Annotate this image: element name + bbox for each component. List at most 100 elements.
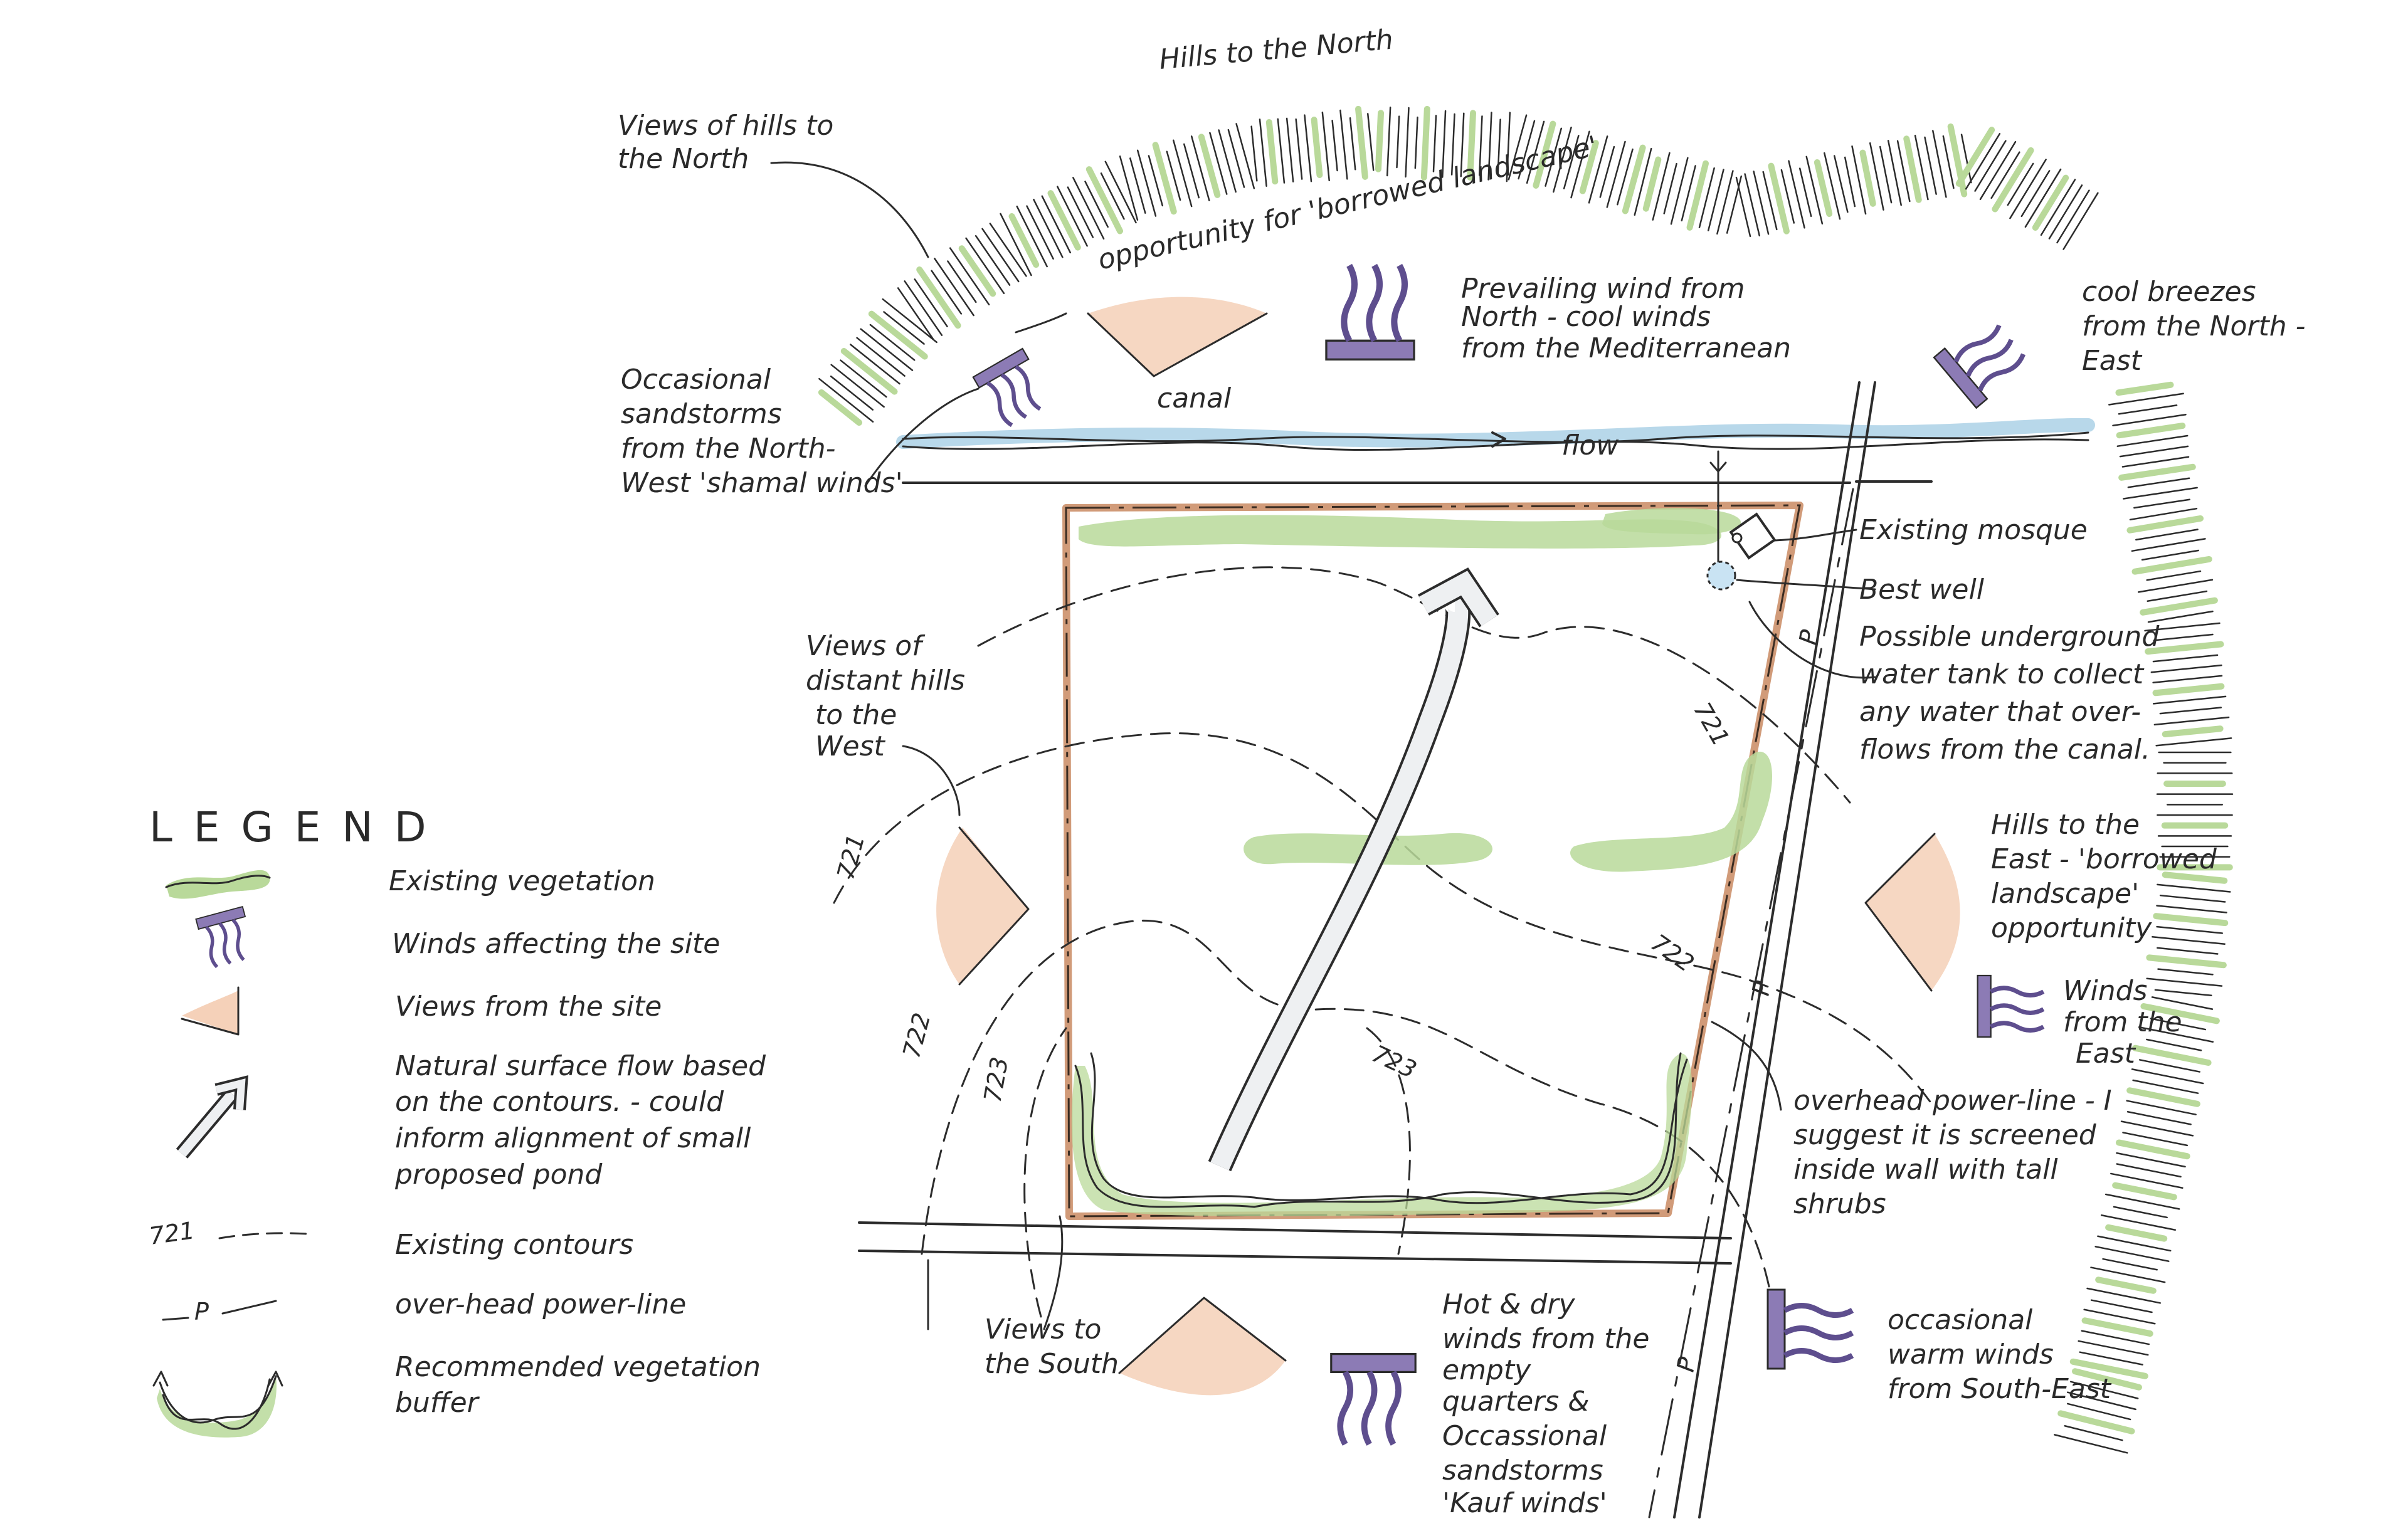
label-prevailing-wind-3: from the Mediterranean — [1461, 332, 1791, 364]
label-hot-dry-winds-4: quarters & — [1442, 1386, 1590, 1418]
label-underground-tank-3: any water that over- — [1859, 696, 2141, 728]
power-line-label-2: P — [1747, 979, 1777, 997]
label-power-line-note-1: overhead power-line - I — [1793, 1085, 2112, 1117]
view-wedge-west — [936, 826, 1030, 986]
legend-label-surface-flow-4: proposed pond — [394, 1159, 603, 1191]
legend-symbol-wind-icon — [196, 907, 256, 969]
label-views-west-1: Views of — [806, 630, 926, 662]
label-winds-east-2: from the — [2063, 1006, 2182, 1038]
wind-icon-northeast — [1934, 312, 2030, 408]
contour-label-721-east: 721 — [1688, 698, 1735, 751]
legend-label-vegetation: Existing vegetation — [389, 865, 655, 897]
canal — [896, 418, 2095, 484]
label-hills-east-2: East - 'borrowed — [1991, 843, 2217, 875]
wind-icon-east — [1978, 976, 2044, 1037]
legend-symbol-contours — [218, 1232, 309, 1239]
label-views-south-1: Views to — [985, 1313, 1101, 1345]
legend-label-views: Views from the site — [395, 991, 662, 1023]
label-sandstorms-nw-2: sandstorms — [621, 398, 782, 430]
label-cool-breezes-2: from the North - — [2082, 310, 2305, 342]
label-hot-dry-winds-6: sandstorms — [1442, 1455, 1603, 1487]
label-existing-mosque: Existing mosque — [1859, 514, 2088, 546]
label-hills-north: Hills to the North — [1158, 24, 1395, 76]
legend-label-power-line: over-head power-line — [395, 1288, 686, 1320]
legend-power-line-sample-label: P — [194, 1298, 209, 1325]
label-hills-east-1: Hills to the — [1991, 809, 2140, 841]
existing-mosque — [1709, 450, 1777, 566]
view-wedge-east — [1864, 833, 1960, 992]
label-cool-breezes-1: cool breezes — [2082, 276, 2256, 308]
label-hot-dry-winds-5: Occassional — [1442, 1420, 1607, 1452]
legend-symbol-vegetation-buffer — [152, 1371, 283, 1438]
south-road — [858, 1221, 1732, 1330]
legend-contour-sample-label: 721 — [147, 1216, 196, 1250]
label-prevailing-wind-1: Prevailing wind from — [1461, 273, 1745, 305]
label-hot-dry-winds-2: winds from the — [1442, 1323, 1650, 1355]
legend-symbol-view — [181, 986, 240, 1036]
leader-lines — [770, 161, 1876, 1330]
wind-icon-southeast — [1768, 1290, 1852, 1369]
legend-label-winds: Winds affecting the site — [392, 928, 720, 960]
legend-symbol-surface-flow — [176, 1075, 248, 1159]
label-flow: flow — [1561, 429, 1619, 461]
label-underground-tank-4: flows from the canal. — [1859, 734, 2150, 766]
existing-vegetation — [1071, 508, 1773, 1216]
legend-label-contours: Existing contours — [395, 1229, 633, 1261]
label-views-west-2: distant hills — [806, 665, 965, 697]
legend-symbol-vegetation — [165, 870, 271, 899]
contour-label-722-west: 722 — [897, 1010, 936, 1061]
label-hills-east-3: landscape' — [1991, 878, 2139, 910]
contour-label-723-center: 723 — [1368, 1039, 1420, 1084]
legend-label-surface-flow-2: on the contours. - could — [395, 1086, 724, 1118]
label-winds-east-3: East — [2076, 1038, 2136, 1070]
label-views-west-3: to the — [815, 699, 897, 731]
hills-north-hatching — [818, 105, 2099, 426]
label-views-hills-north-2: the North — [618, 143, 749, 175]
label-underground-tank-2: water tank to collect — [1859, 658, 2145, 690]
label-power-line-note-2: suggest it is screened — [1793, 1119, 2097, 1151]
wind-icon-northwest — [973, 349, 1054, 430]
label-views-south-2: the South — [985, 1348, 1119, 1380]
label-power-line-note-4: shrubs — [1793, 1188, 1886, 1220]
surface-flow-arrow — [1208, 567, 1499, 1172]
label-sandstorms-nw-3: from the North- — [621, 433, 835, 465]
label-winds-east-1: Winds — [2063, 975, 2147, 1007]
view-wedge-south — [1118, 1297, 1287, 1396]
label-sandstorms-nw-1: Occasional — [621, 364, 771, 396]
label-sandstorms-nw-4: West 'shamal winds' — [621, 467, 903, 499]
label-cool-breezes-3: East — [2082, 345, 2143, 377]
label-warm-winds-se-3: from South-East — [1888, 1373, 2112, 1405]
contour-label-723-west: 723 — [979, 1055, 1014, 1104]
legend-title: LEGEND — [149, 803, 448, 851]
wind-icon-north — [1326, 265, 1414, 359]
legend-label-surface-flow-1: Natural surface flow based — [395, 1050, 766, 1082]
label-hot-dry-winds-7: 'Kauf winds' — [1442, 1487, 1607, 1519]
label-hills-east-4: opportunity — [1991, 912, 2152, 944]
label-hot-dry-winds-1: Hot & dry — [1442, 1288, 1576, 1320]
label-underground-tank-1: Possible underground — [1859, 621, 2160, 653]
site-boundary — [1062, 502, 1803, 1220]
label-views-west-4: West — [815, 730, 886, 762]
label-power-line-note-3: inside wall with tall — [1793, 1154, 2058, 1186]
legend-label-surface-flow-3: inform alignment of small — [395, 1122, 751, 1154]
view-wedge-north — [1087, 297, 1268, 377]
legend: LEGEND Existing vegetation Winds affecti… — [147, 803, 766, 1438]
power-line-label-3: P — [1672, 1355, 1701, 1374]
label-best-well: Best well — [1859, 574, 1985, 606]
legend-label-vegetation-buffer-1: Recommended vegetation — [395, 1351, 761, 1383]
label-views-hills-north-1: Views of hills to — [618, 110, 833, 142]
legend-symbol-power-line — [162, 1300, 277, 1321]
label-hot-dry-winds-3: empty — [1442, 1354, 1531, 1386]
legend-label-vegetation-buffer-2: buffer — [395, 1387, 480, 1419]
road-and-power-line — [1648, 381, 1876, 1518]
best-well — [1706, 561, 1736, 591]
contour-label-721-west: 721 — [832, 831, 870, 882]
wind-icon-south — [1331, 1354, 1415, 1445]
label-prevailing-wind-2: North - cool winds — [1461, 301, 1711, 333]
label-warm-winds-se-2: warm winds — [1888, 1339, 2054, 1371]
label-canal: canal — [1157, 382, 1232, 414]
label-warm-winds-se-1: occasional — [1888, 1304, 2033, 1336]
contour-label-722-east: 722 — [1646, 929, 1699, 977]
